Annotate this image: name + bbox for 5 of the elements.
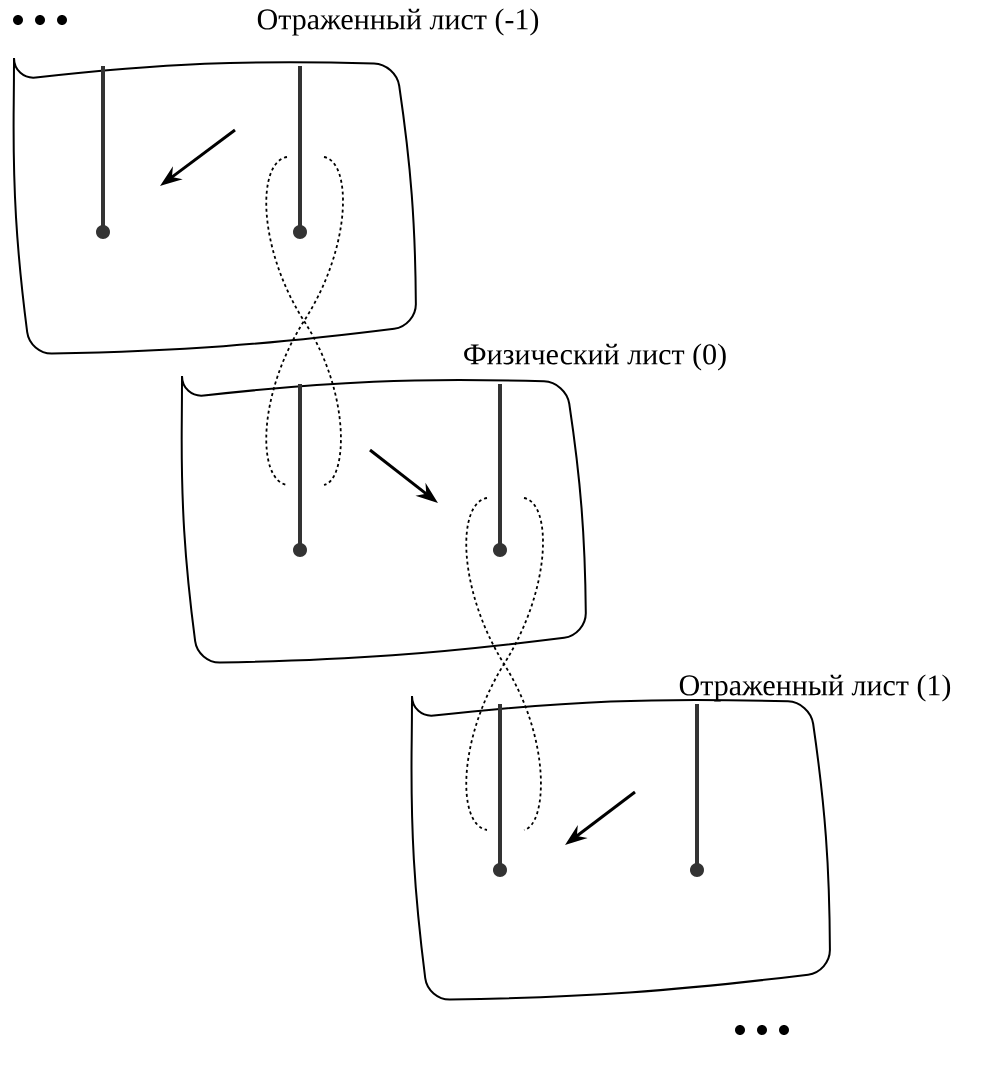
sheet: Физический лист (0) — [180, 343, 726, 664]
sheet: Отраженный лист (1) — [410, 674, 951, 1001]
node-label: Отраженный лист (1) — [679, 674, 951, 702]
node-label: Физический лист (0) — [464, 343, 726, 371]
node-label: Отраженный лист (-1) — [257, 8, 539, 36]
